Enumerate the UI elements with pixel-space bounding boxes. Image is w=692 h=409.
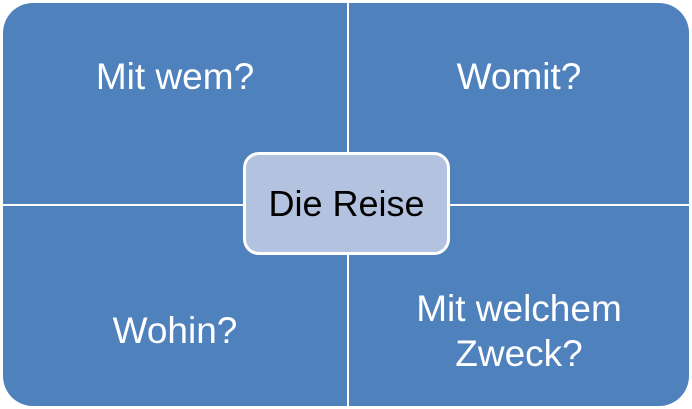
quadrant-top-left: Mit wem? — [3, 3, 347, 204]
center-label: Die Reise — [268, 182, 425, 224]
quadrant-bottom-left-label: Wohin? — [112, 310, 238, 352]
quadrant-bottom-right-label: Mit welchem Zweck? — [416, 287, 622, 374]
quadrant-top-right-label: Womit? — [456, 55, 582, 97]
center-box: Die Reise — [243, 152, 450, 255]
quadrant-bottom-left: Wohin? — [3, 206, 347, 406]
quadrant-top-left-label: Mit wem? — [95, 55, 255, 97]
